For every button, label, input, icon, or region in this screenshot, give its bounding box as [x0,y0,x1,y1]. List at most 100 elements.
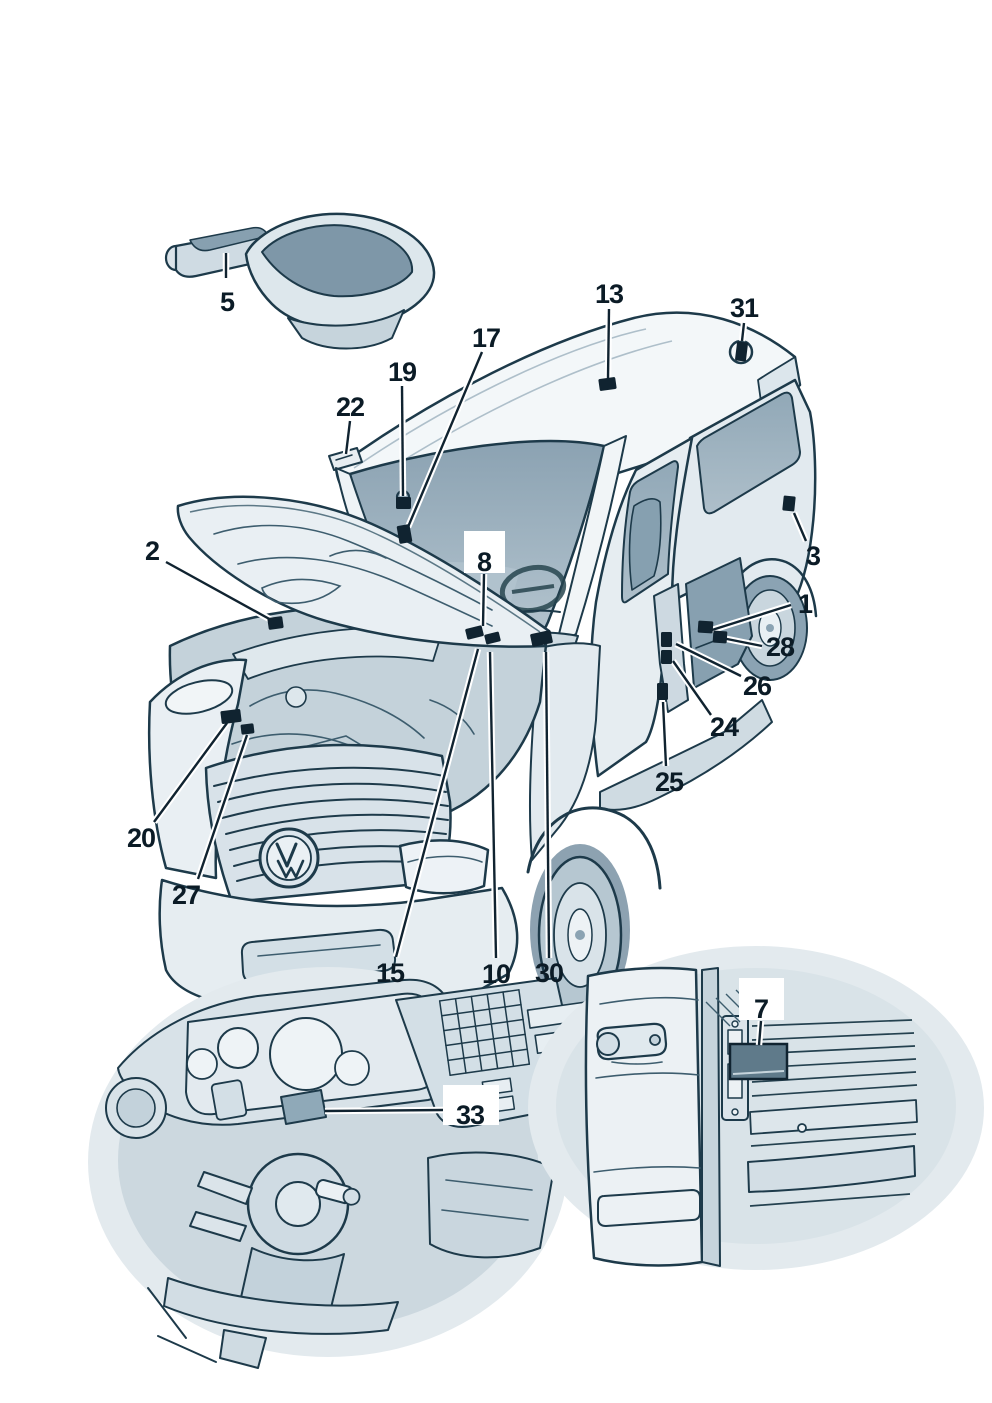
open-hood [176,495,551,648]
ignition-barrel [315,1179,361,1206]
part-marker-30 [530,630,553,647]
leader-line-27 [196,734,249,880]
part-marker-3 [782,495,796,512]
part-marker-26 [661,632,672,647]
callout-group-31: 31 [730,293,760,362]
callout-box-8 [464,531,505,573]
leader-line-24 [672,660,712,716]
callout-group-25: 25 [655,683,685,797]
callout-box-7 [739,978,784,1020]
leader-line-3 [792,512,808,542]
tachometer-gauge [217,1027,259,1069]
callout-20[interactable]: 20 [127,823,156,853]
part-marker-24 [661,650,672,664]
callout-5[interactable]: 5 [220,287,236,317]
part-5-artwork [164,212,436,350]
steering-wheel [499,564,567,614]
part-marker-19 [396,497,411,509]
radiator-support [232,626,443,680]
callout-15[interactable]: 15 [376,958,406,988]
leader-line-31 [740,322,746,342]
callout-group-10: 10 [482,651,511,989]
callout-2[interactable]: 2 [145,536,160,566]
callout-group-27: 27 [172,723,255,910]
leader-line-20 [153,722,228,823]
van-artwork [147,311,818,1034]
callout-8[interactable]: 8 [477,547,493,577]
callout-25[interactable]: 25 [655,767,685,797]
part-marker-28 [712,630,728,644]
leader-line-15 [394,648,480,958]
callout-33[interactable]: 33 [456,1100,486,1130]
front-door-panel [589,436,694,778]
leader-line-8 [481,573,486,627]
callout-group-5: 5 [220,253,236,317]
callout-3[interactable]: 3 [806,541,822,571]
door-edge [701,967,721,1267]
front-grille [204,743,452,904]
pedal [219,1329,267,1369]
indicator-stalk [197,1171,253,1205]
seat-silhouette [628,498,662,591]
callout-7[interactable]: 7 [754,994,769,1024]
callout-group-7: 7 [739,978,784,1046]
callout-group-26: 26 [661,632,773,701]
callout-17[interactable]: 17 [472,323,501,353]
leader-line-26 [675,642,742,678]
callout-10[interactable]: 10 [482,959,511,989]
callout-group-2: 2 [145,536,284,630]
part-marker-8-1 [484,631,501,645]
callout-group-17: 17 [396,323,501,544]
callout-box-33 [443,1085,499,1125]
callout-24[interactable]: 24 [710,712,740,742]
part-marker-1 [697,620,714,634]
part-marker-27 [240,723,255,735]
part-marker-25 [657,683,668,700]
leader-line-2 [165,560,274,623]
center-vent-grid [438,989,531,1076]
door-sill-inset [528,946,984,1270]
callout-group-28: 28 [712,630,796,662]
wiper-stalk [189,1211,247,1242]
callout-31[interactable]: 31 [730,293,760,323]
callout-group-24: 24 [661,650,740,742]
callout-19[interactable]: 19 [388,357,418,387]
callout-13[interactable]: 13 [595,279,625,309]
speedometer-gauge [269,1017,343,1091]
a-pillar-right [555,435,627,647]
callout-group-30: 30 [530,630,564,988]
rear-side-window [696,391,801,515]
dashboard-inset [88,967,596,1369]
callout-30[interactable]: 30 [535,958,564,988]
part-marker-31 [735,341,748,362]
leader-line-19 [400,385,405,497]
part-marker-8 [465,625,484,640]
leader-line-25 [661,701,668,767]
callout-28[interactable]: 28 [766,632,796,662]
callout-26[interactable]: 26 [743,671,773,701]
callout-group-33: 33 [324,1085,499,1130]
callout-group-3: 3 [782,495,822,571]
callout-group-19: 19 [388,357,418,509]
data-plate-33 [280,1089,327,1125]
leader-line-7 [757,1020,763,1046]
leader-line-30 [544,651,551,959]
part-marker-13 [598,377,617,391]
sill-rails [749,1019,918,1207]
part-marker-2 [267,616,284,630]
callout-22[interactable]: 22 [336,392,365,422]
leader-line-10 [488,651,498,959]
callout-27[interactable]: 27 [172,880,201,910]
b-pillar [653,583,689,713]
callout-group-22: 22 [336,392,365,455]
leader-line-33 [324,1108,444,1113]
vw-logo [258,827,320,889]
callout-group-20: 20 [127,709,242,853]
leader-line-22 [344,420,352,455]
headlight-left [164,679,234,715]
callout-group-13: 13 [595,279,625,391]
leader-line-1 [711,603,792,632]
callout-1[interactable]: 1 [798,589,814,619]
